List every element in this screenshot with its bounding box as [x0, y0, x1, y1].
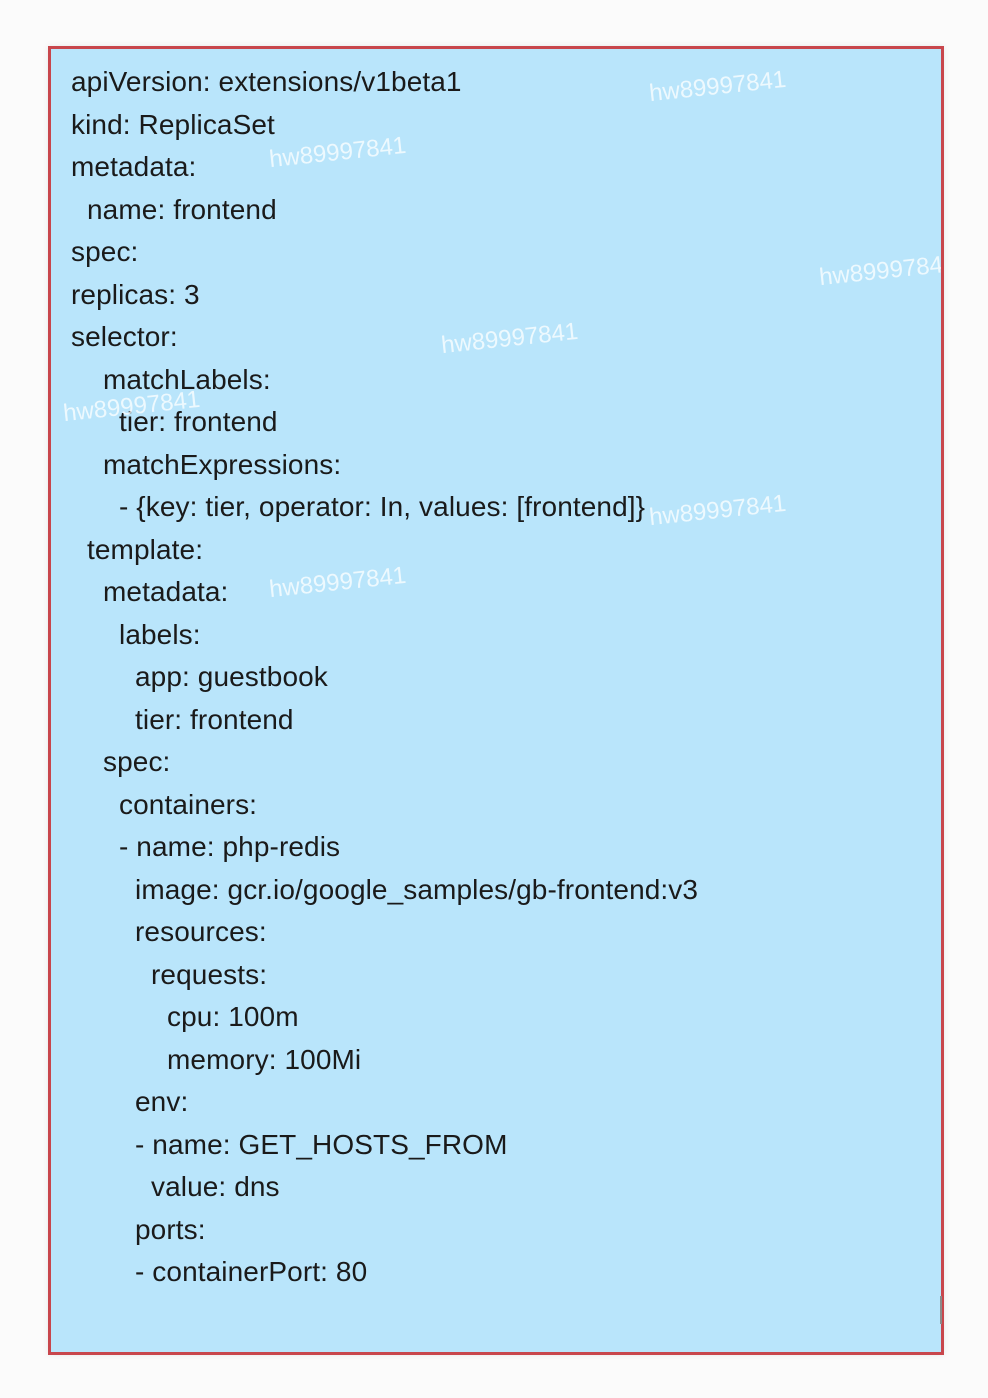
- yaml-line: template:: [87, 533, 204, 565]
- yaml-code-box: apiVersion: extensions/v1beta1 kind: Repl…: [48, 46, 944, 1355]
- yaml-line: matchExpressions:: [103, 448, 342, 480]
- yaml-code-lines: apiVersion: extensions/v1beta1 kind: Repl…: [51, 61, 941, 1294]
- yaml-line: - name: php-redis: [119, 831, 341, 862]
- yaml-line: image: gcr.io/google_samples/gb-frontend…: [135, 873, 699, 905]
- yaml-line: replicas: 3: [71, 278, 200, 310]
- yaml-line: spec:: [103, 746, 171, 777]
- yaml-line: metadata:: [103, 576, 229, 607]
- yaml-line: env:: [135, 1086, 189, 1117]
- yaml-line: labels:: [119, 618, 201, 650]
- yaml-line: - name: GET_HOSTS_FROM: [135, 1128, 508, 1160]
- yaml-line: apiVersion: extensions/v1beta1: [71, 66, 462, 97]
- yaml-line: memory: 100Mi: [167, 1043, 362, 1075]
- yaml-line: matchLabels:: [103, 363, 271, 395]
- scroll-edge-mark: [940, 1296, 942, 1324]
- yaml-line: kind: ReplicaSet: [71, 108, 275, 140]
- yaml-line: ports:: [135, 1213, 206, 1245]
- yaml-line: app: guestbook: [135, 661, 328, 692]
- yaml-line: resources:: [135, 916, 267, 947]
- yaml-line: selector:: [71, 321, 178, 352]
- yaml-line: value: dns: [151, 1171, 280, 1202]
- yaml-line: - {key: tier, operator: In, values: [fro…: [119, 491, 646, 522]
- yaml-line: tier: frontend: [135, 703, 294, 735]
- yaml-line: cpu: 100m: [167, 1001, 299, 1032]
- yaml-line: containers:: [119, 788, 258, 820]
- yaml-line: spec:: [71, 236, 139, 267]
- yaml-line: requests:: [151, 958, 268, 990]
- yaml-line: metadata:: [71, 151, 197, 182]
- yaml-line: tier: frontend: [119, 406, 278, 437]
- yaml-line: name: frontend: [87, 193, 277, 225]
- yaml-line: - containerPort: 80: [135, 1256, 368, 1287]
